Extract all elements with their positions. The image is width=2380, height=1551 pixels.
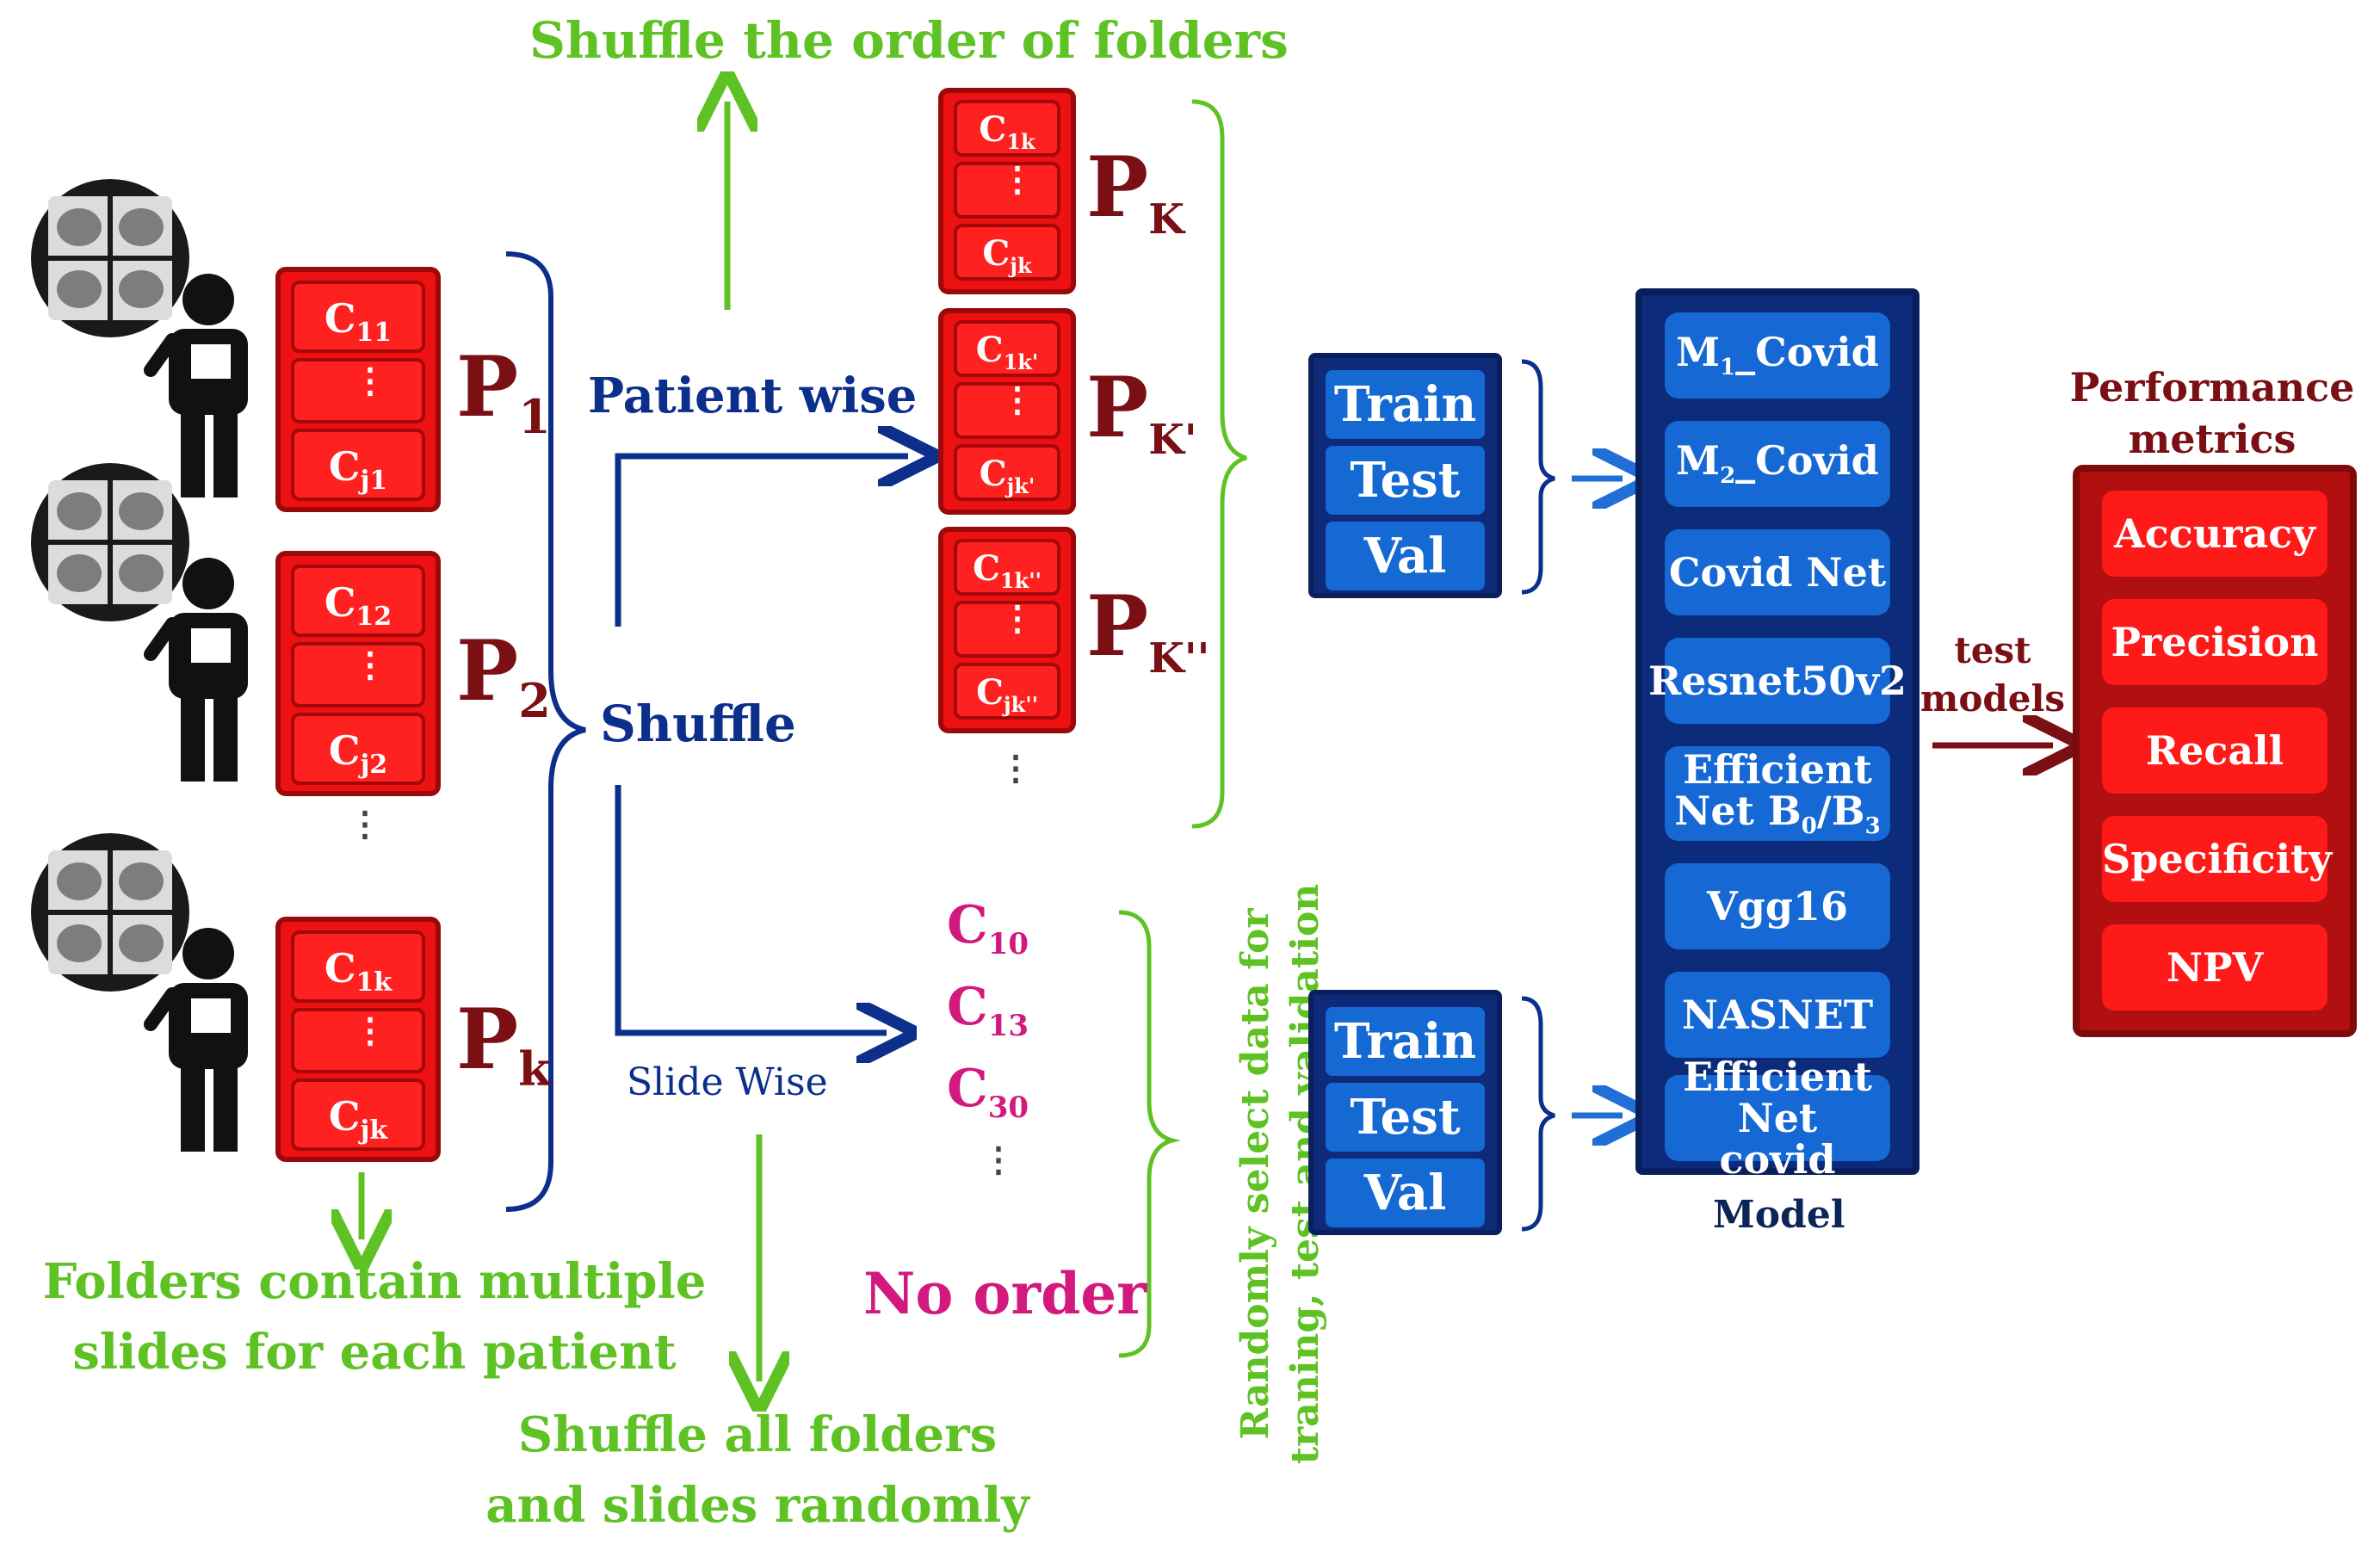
patient-label-p1: P1 [456, 338, 551, 445]
patient-folder-1: C11 ⋮ Cj1 [275, 267, 441, 512]
shuffled-folder-k: C1k ⋮ Cjk [938, 88, 1076, 294]
patient-figure-k [31, 833, 248, 1152]
metric-precision: Precision [2102, 599, 2327, 685]
patient-figure-1 [31, 179, 248, 497]
split-val: Val [1326, 522, 1485, 590]
slide-ellipsis: ⋮ [291, 1008, 425, 1073]
folders-contain-label: Folders contain multiple slides for each… [42, 1253, 707, 1381]
shuffle-order-label: Shuffle the order of folders [529, 11, 1289, 70]
model-vgg16: Vgg16 [1665, 863, 1890, 949]
shuffled-label-pk: PK [1086, 139, 1184, 244]
model-nasnet: NASNET [1665, 972, 1890, 1058]
slide-c1k-double-prime: C1k'' [954, 539, 1060, 596]
slide-c1k: C1k [291, 930, 425, 1003]
shuffle-all-label: Shuffle all folders and slides randomly [485, 1406, 1029, 1534]
patients-ellipsis: ⋮ [348, 804, 382, 844]
patient-folder-k: C1k ⋮ Cjk [275, 917, 441, 1162]
slide-cj2: Cj2 [291, 713, 425, 785]
model-m2-covid: M2_Covid [1665, 421, 1890, 507]
model-resnet50v2: Resnet50v2 [1648, 638, 1907, 724]
slide-c11: C11 [291, 281, 425, 353]
brace-split-bottom [1521, 996, 1555, 1232]
slide-ellipsis: ⋮ [954, 382, 1060, 439]
metric-recall: Recall [2102, 708, 2327, 794]
metrics-panel: Accuracy Precision Recall Specificity NP… [2073, 465, 2357, 1037]
slide-cjk: Cjk [291, 1078, 425, 1151]
slide-c1k: C1k [954, 100, 1060, 157]
patient-label-p2: P2 [456, 622, 551, 729]
split-group-top: Train Test Val [1308, 353, 1502, 598]
metric-specificity: Specificity [2102, 816, 2332, 902]
split-test: Test [1326, 1083, 1485, 1152]
no-order-label: No order [863, 1260, 1147, 1327]
model-panel: M1_Covid M2_Covid Covid Net Resnet50v2 E… [1635, 288, 1919, 1180]
split-train: Train [1326, 1007, 1485, 1076]
arrow-patient-wise [615, 456, 908, 627]
slide-ellipsis: ⋮ [291, 358, 425, 423]
model-efficientnet-covid: Efficient Net covid [1665, 1056, 1890, 1180]
slide-c10: C10 [947, 895, 1029, 961]
shuffled-folder-k-double-prime: C1k'' ⋮ Cjk'' [938, 527, 1076, 733]
slide-c30: C30 [947, 1059, 1029, 1125]
slide-cjk: Cjk [954, 224, 1060, 281]
patient-label-pk: Pk [456, 991, 551, 1097]
arrow-slide-wise [615, 785, 887, 1033]
slides-ellipsis: ⋮ [981, 1140, 1016, 1180]
brace-shuffled-patients [1191, 99, 1247, 829]
slide-c12: C12 [291, 565, 425, 637]
slide-wise-label: Slide Wise [627, 1060, 828, 1104]
model-efficientnet-b0-b3: Efficient Net B0/B3 [1665, 746, 1890, 841]
split-test: Test [1326, 446, 1485, 515]
shuffle-label: Shuffle [600, 695, 796, 753]
slide-ellipsis: ⋮ [954, 601, 1060, 658]
shuffled-label-pk-double-prime: PK'' [1086, 578, 1210, 683]
slide-ellipsis: ⋮ [954, 162, 1060, 219]
slide-cjk-prime: Cjk' [954, 444, 1060, 501]
patient-wise-label: Patient wise [588, 368, 918, 424]
split-group-bottom: Train Test Val [1308, 990, 1502, 1235]
shuffled-label-pk-prime: PK' [1086, 359, 1197, 465]
split-train: Train [1326, 370, 1485, 439]
slide-ellipsis: ⋮ [291, 642, 425, 708]
slide-cjk-double-prime: Cjk'' [954, 663, 1060, 720]
metric-npv: NPV [2102, 924, 2327, 1010]
metrics-title: Performance metrics [2069, 364, 2355, 462]
brace-slides [1118, 910, 1181, 1358]
model-covid-net: Covid Net [1665, 529, 1890, 615]
metric-accuracy: Accuracy [2102, 491, 2327, 577]
patient-folder-2: C12 ⋮ Cj2 [275, 551, 441, 796]
slide-c1k-prime: C1k' [954, 320, 1060, 377]
brace-split-top [1521, 359, 1555, 595]
model-caption: Model [1713, 1193, 1845, 1237]
split-val: Val [1326, 1159, 1485, 1227]
shuffled-folder-k-prime: C1k' ⋮ Cjk' [938, 308, 1076, 515]
model-m1-covid: M1_Covid [1665, 312, 1890, 399]
test-models-label: test models [1919, 629, 2066, 720]
shuffled-ellipsis: ⋮ [998, 748, 1033, 788]
patient-figure-2 [31, 463, 248, 782]
brace-patients [505, 251, 586, 1212]
slide-cj1: Cj1 [291, 429, 425, 501]
slide-c13: C13 [947, 977, 1029, 1043]
